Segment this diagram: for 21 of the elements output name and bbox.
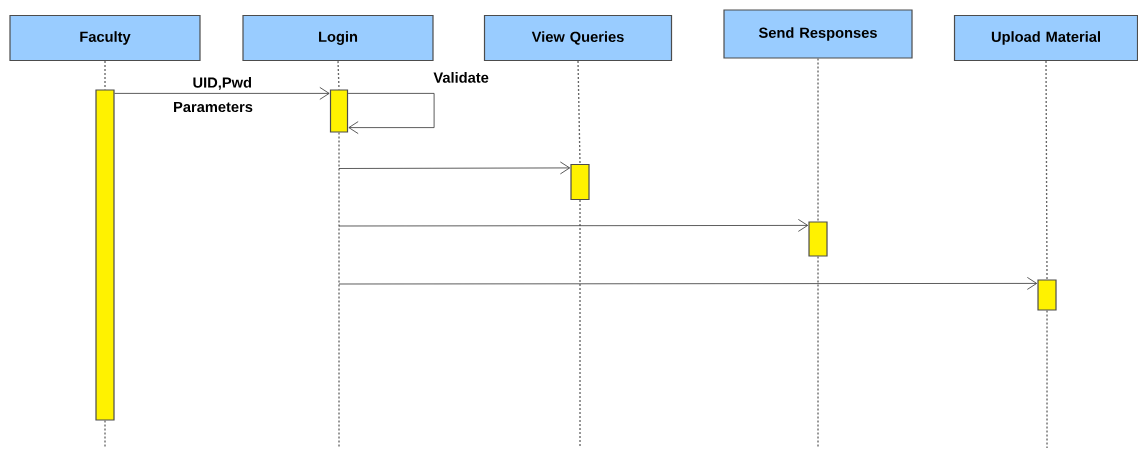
edge-label: Validate <box>432 70 491 85</box>
lifeline-header-box: Login <box>242 14 434 62</box>
lifeline <box>577 60 581 165</box>
message-arrow <box>338 277 1038 290</box>
self-message-arrow <box>347 93 435 134</box>
lifeline-header-box: Upload Material <box>953 14 1138 62</box>
message-arrow <box>114 87 330 100</box>
lifeline-header-box: Send Responses <box>723 9 913 59</box>
activation-bar <box>570 163 590 201</box>
edge-label: UID,Pwd <box>191 75 254 92</box>
message-arrow <box>338 161 571 175</box>
message-arrow <box>338 219 809 232</box>
lifeline <box>817 57 819 223</box>
activation-bar <box>329 89 349 133</box>
activation-bar <box>1037 279 1057 311</box>
activation-bar <box>808 221 828 257</box>
lifeline-header-box: View Queries <box>483 14 673 62</box>
lifeline <box>1045 60 1048 281</box>
lifeline-header-box: Faculty <box>9 14 201 62</box>
message-label: Parameters <box>174 101 253 113</box>
activation-bar <box>95 89 115 421</box>
